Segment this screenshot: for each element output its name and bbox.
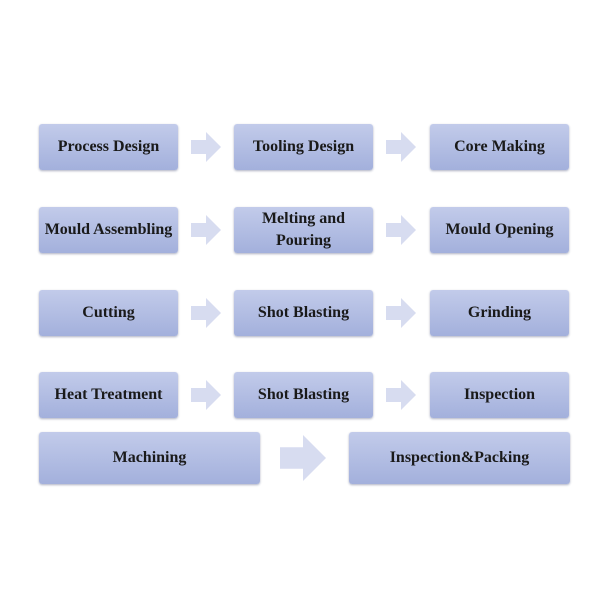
- step-mould-opening: Mould Opening: [430, 207, 569, 253]
- step-label: Melting and Pouring: [261, 210, 346, 249]
- step-inspection-packing: Inspection&Packing: [349, 432, 570, 484]
- step-label: Core Making: [454, 138, 545, 155]
- arrow-right-icon: [191, 132, 221, 162]
- step-label: Shot Blasting: [257, 304, 350, 321]
- arrow-right-icon: [386, 215, 416, 245]
- step-label: Mould Opening: [445, 221, 554, 238]
- arrow-right-icon: [191, 380, 221, 410]
- arrow-right-icon: [280, 435, 326, 481]
- step-shot-blasting: Shot Blasting: [234, 290, 373, 336]
- step-machining: Machining: [39, 432, 260, 484]
- arrow-right-icon: [191, 298, 221, 328]
- step-inspection: Inspection: [430, 372, 569, 418]
- step-core-making: Core Making: [430, 124, 569, 170]
- step-melting-and-pouring: Melting and Pouring: [234, 207, 373, 253]
- arrow-right-icon: [191, 215, 221, 245]
- step-mould-assembling: Mould Assembling: [39, 207, 178, 253]
- step-label: Inspection: [463, 386, 536, 403]
- arrow-right-icon: [386, 380, 416, 410]
- arrow-right-icon: [386, 298, 416, 328]
- step-label: Shot Blasting: [257, 386, 350, 403]
- step-label: Cutting: [82, 304, 135, 321]
- step-label: Inspection&Packing: [389, 449, 530, 466]
- step-process-design: Process Design: [39, 124, 178, 170]
- step-label: Machining: [112, 449, 187, 466]
- step-tooling-design: Tooling Design: [234, 124, 373, 170]
- arrow-right-icon: [386, 132, 416, 162]
- step-shot-blasting: Shot Blasting: [234, 372, 373, 418]
- step-label: Tooling Design: [252, 138, 355, 155]
- step-label: Grinding: [467, 304, 532, 321]
- step-heat-treatment: Heat Treatment: [39, 372, 178, 418]
- step-label: Mould Assembling: [44, 221, 173, 238]
- step-grinding: Grinding: [430, 290, 569, 336]
- step-label: Heat Treatment: [54, 386, 163, 403]
- step-label: Process Design: [57, 138, 160, 155]
- step-cutting: Cutting: [39, 290, 178, 336]
